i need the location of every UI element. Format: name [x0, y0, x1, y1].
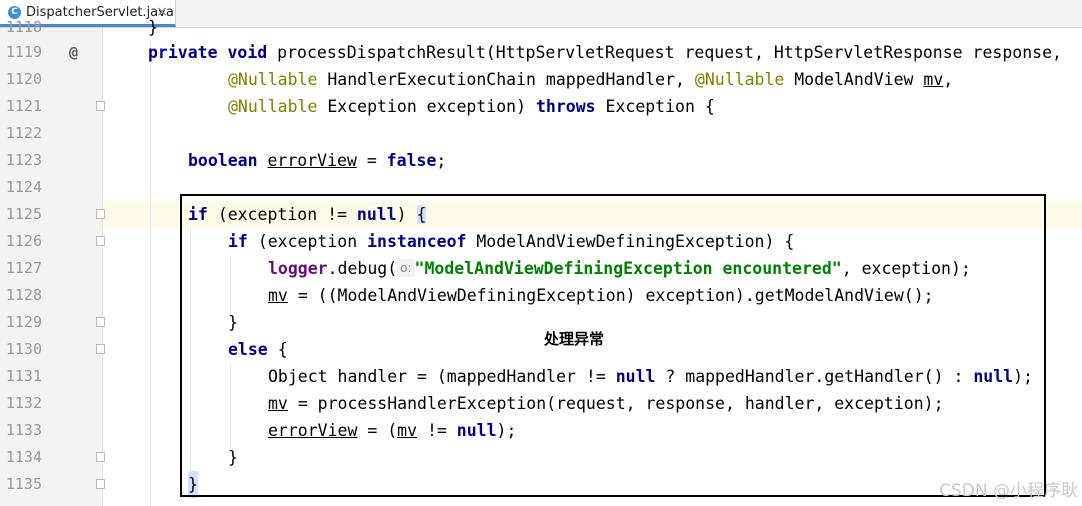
line-number: 1122: [5, 124, 42, 142]
code-line-1118: 1118 }: [0, 14, 1082, 41]
line-number: 1119: [5, 43, 42, 61]
fold-icon[interactable]: [96, 101, 105, 111]
code-text: else {: [228, 340, 288, 359]
code-editor[interactable]: [103, 28, 1082, 506]
annotation-label: 处理异常: [544, 330, 605, 348]
code-line-1130: 1130 else {: [0, 336, 1082, 363]
code-line-1129: 1129 }: [0, 309, 1082, 336]
code-line-1125: 1125 if (exception != null) {: [0, 201, 1082, 228]
fold-icon[interactable]: [96, 479, 105, 489]
close-icon[interactable]: ×: [156, 4, 168, 20]
code-text: mv = processHandlerException(request, re…: [268, 394, 944, 413]
code-text: }: [228, 313, 238, 332]
annotation-box: [180, 194, 1046, 497]
code-line-1128: 1128 mv = ((ModelAndViewDefiningExceptio…: [0, 282, 1082, 309]
code-line-1120: 1120 @Nullable HandlerExecutionChain map…: [0, 66, 1082, 93]
line-number: 1124: [5, 178, 42, 196]
indent-guide: [190, 228, 191, 478]
code-text: private void processDispatchResult(HttpS…: [148, 43, 1062, 62]
line-number: 1129: [5, 313, 42, 331]
code-text: @Nullable HandlerExecutionChain mappedHa…: [228, 70, 954, 89]
line-number: 1125: [5, 205, 42, 223]
line-number: 1128: [5, 286, 42, 304]
code-line-1127: 1127 logger.debug(o:"ModelAndViewDefinin…: [0, 255, 1082, 282]
parameter-hint: o:: [397, 259, 415, 277]
indent-guide: [230, 255, 231, 315]
line-number: 1120: [5, 70, 42, 88]
code-line-1131: 1131 Object handler = (mappedHandler != …: [0, 363, 1082, 390]
fold-icon[interactable]: [96, 317, 105, 327]
code-text: }: [148, 18, 158, 37]
code-text: if (exception != null) {: [188, 205, 427, 224]
code-text: }: [228, 448, 238, 467]
line-number: 1133: [5, 421, 42, 439]
line-number-gutter: [0, 28, 103, 506]
java-class-icon: C: [8, 5, 21, 19]
line-number: 1130: [5, 340, 42, 358]
code-line-1133: 1133 errorView = (mv != null);: [0, 417, 1082, 444]
code-line-1132: 1132 mv = processHandlerException(reques…: [0, 390, 1082, 417]
code-line-1124: 1124: [0, 174, 1082, 201]
current-line-highlight: [103, 201, 1082, 228]
code-text: Object handler = (mappedHandler != null …: [268, 367, 1033, 386]
watermark: CSDN @小程序耿: [939, 481, 1078, 501]
line-number: 1121: [5, 97, 42, 115]
code-line-1134: 1134 }: [0, 444, 1082, 471]
line-number: 1123: [5, 151, 42, 169]
fold-icon[interactable]: [96, 236, 105, 246]
code-text: mv = ((ModelAndViewDefiningException) ex…: [268, 286, 934, 305]
override-marker-icon[interactable]: @: [69, 43, 79, 61]
code-text: boolean errorView = false;: [188, 151, 447, 170]
line-number: 1131: [5, 367, 42, 385]
fold-icon[interactable]: [96, 344, 105, 354]
line-number: 1135: [5, 475, 42, 493]
code-line-1122: 1122: [0, 120, 1082, 147]
line-number: 1126: [5, 232, 42, 250]
line-number: 1132: [5, 394, 42, 412]
code-line-1121: 1121 @Nullable Exception exception) thro…: [0, 93, 1082, 120]
editor-tab-bar: C DispatcherServlet.java ×: [0, 0, 1082, 28]
code-line-1119: 1119 @ private void processDispatchResul…: [0, 39, 1082, 66]
fold-icon[interactable]: [96, 452, 105, 462]
code-text: errorView = (mv != null);: [268, 421, 517, 440]
tab-filename: DispatcherServlet.java: [26, 4, 174, 20]
tab-dispatcherservlet[interactable]: C DispatcherServlet.java ×: [0, 0, 176, 27]
code-line-1123: 1123 boolean errorView = false;: [0, 147, 1082, 174]
line-number: 1134: [5, 448, 42, 466]
code-text: }: [188, 471, 198, 498]
indent-guide: [150, 40, 151, 506]
code-line-1126: 1126 if (exception instanceof ModelAndVi…: [0, 228, 1082, 255]
code-line-1135: 1135 }: [0, 471, 1082, 498]
code-text: logger.debug(o:"ModelAndViewDefiningExce…: [268, 259, 971, 278]
code-text: if (exception instanceof ModelAndViewDef…: [228, 232, 795, 251]
code-text: @Nullable Exception exception) throws Ex…: [228, 97, 715, 116]
indent-guide: [230, 363, 231, 448]
line-number: 1118: [5, 18, 42, 36]
fold-icon[interactable]: [96, 209, 105, 219]
line-number: 1127: [5, 259, 42, 277]
